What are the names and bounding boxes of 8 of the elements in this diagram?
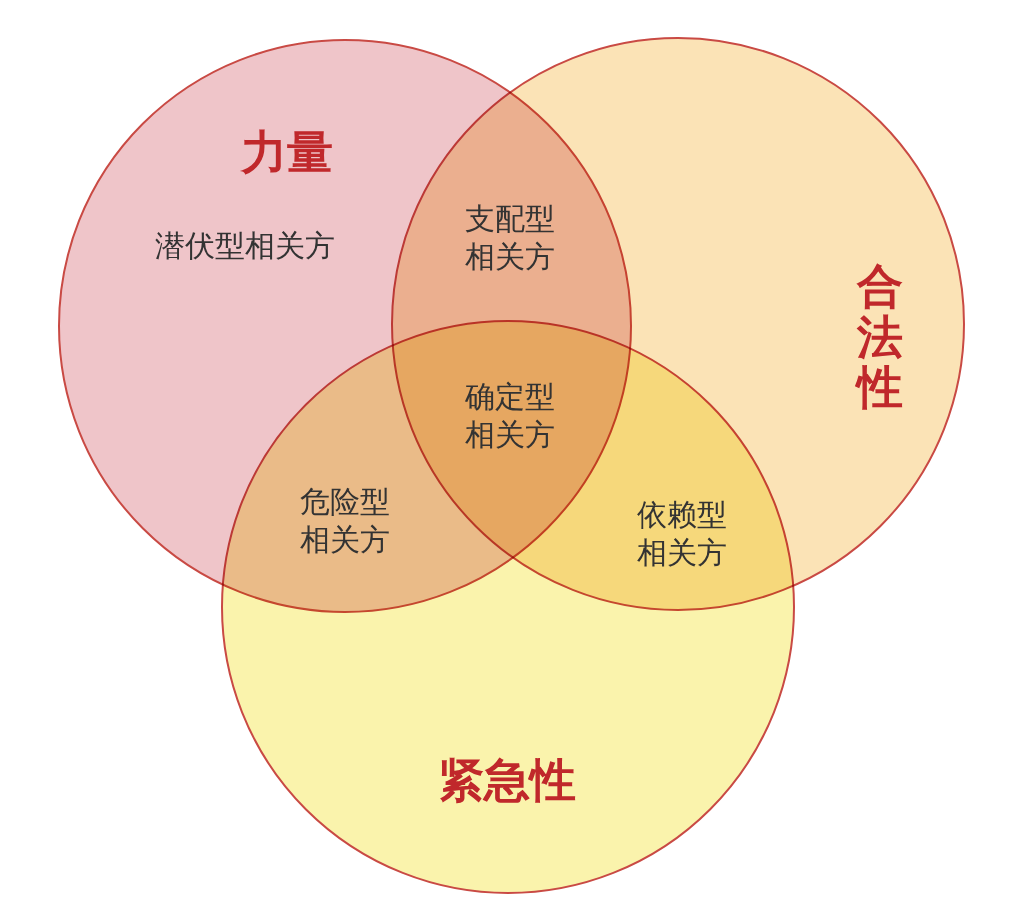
set-title: 合法性 [857, 261, 903, 413]
set-title: 紧急性 [438, 751, 576, 809]
region-label: 确定型相关方 [464, 377, 556, 453]
region-label: 潜伏型相关方 [155, 226, 335, 265]
set-title: 力量 [241, 123, 333, 181]
region-label: 危险型相关方 [299, 482, 391, 558]
region-label: 依赖型相关方 [636, 495, 728, 571]
region-label: 支配型相关方 [464, 199, 556, 275]
